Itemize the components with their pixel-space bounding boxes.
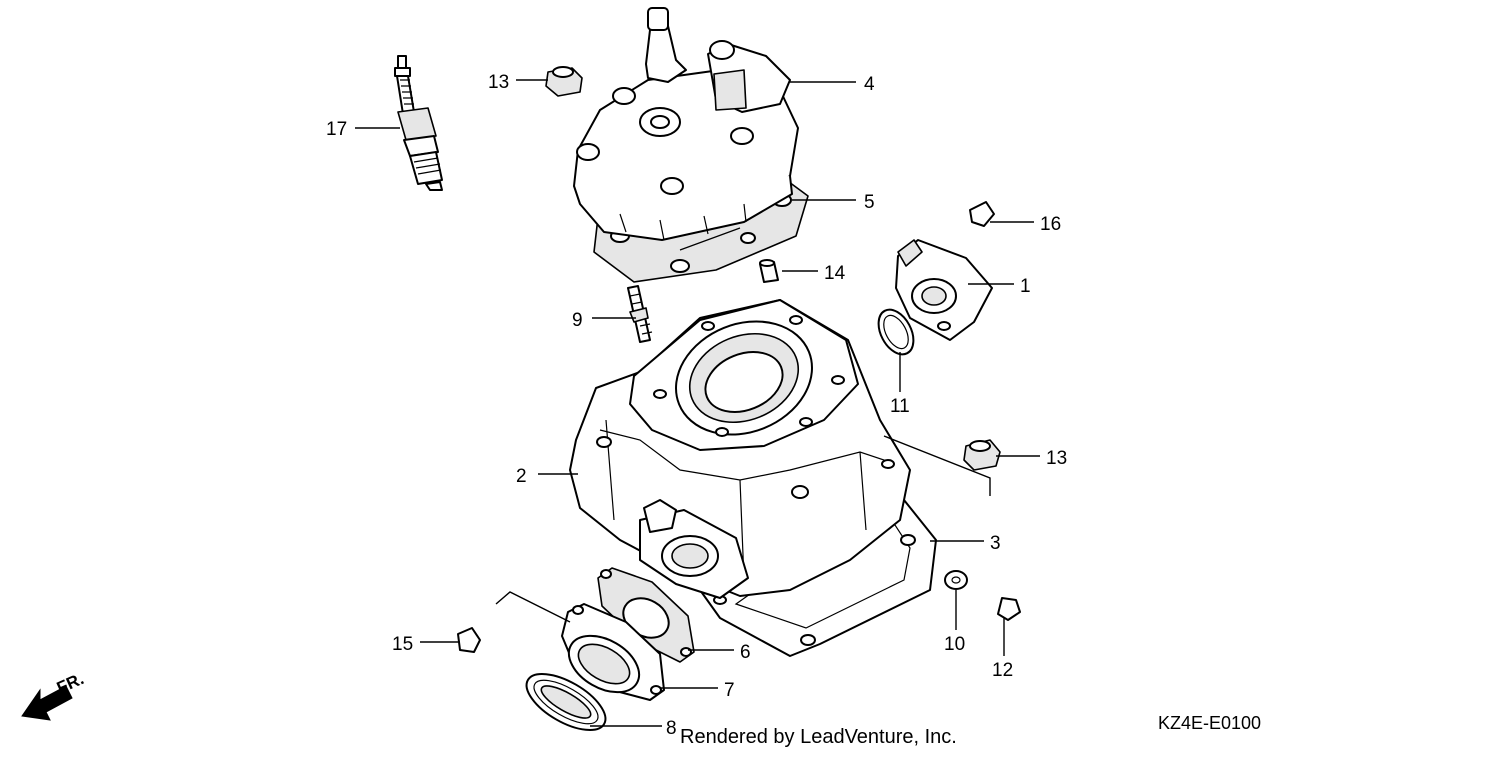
callout-4: 4 xyxy=(864,74,875,95)
callout-9: 9 xyxy=(572,310,583,331)
callout-14: 14 xyxy=(824,263,846,284)
callout-15: 15 xyxy=(392,634,413,655)
callout-17: 17 xyxy=(326,119,347,140)
callout-12: 12 xyxy=(992,660,1013,681)
exhaust-flange-part xyxy=(895,239,993,341)
callout-5: 5 xyxy=(864,192,875,213)
intake-band-part xyxy=(525,673,607,731)
cylinder-head-part xyxy=(573,7,799,241)
callout-13-top: 13 xyxy=(488,72,509,93)
front-arrow-label: FR. xyxy=(54,669,87,697)
drain-bolt-part xyxy=(983,593,1021,621)
render-credit: Rendered by LeadVenture, Inc. xyxy=(680,726,957,748)
front-arrow-icon xyxy=(21,685,73,721)
callout-11: 11 xyxy=(890,396,910,417)
callout-8: 8 xyxy=(666,718,677,739)
stud-bolt-part xyxy=(627,285,653,343)
cylinder-part xyxy=(569,299,911,599)
sealing-washer-part xyxy=(944,570,968,590)
callout-labels: 17 13 4 5 16 14 1 9 11 2 13 3 10 12 15 6… xyxy=(326,72,1067,739)
callout-3: 3 xyxy=(990,533,1001,554)
leader-lines xyxy=(355,79,1040,727)
callout-1: 1 xyxy=(1020,276,1031,297)
cap-nut-right-part xyxy=(963,439,1001,471)
callout-10: 10 xyxy=(944,634,965,655)
cap-nut-top-part xyxy=(545,66,583,97)
callout-6: 6 xyxy=(740,642,751,663)
spark-plug-part xyxy=(394,55,443,191)
flange-bolt-bottom-part xyxy=(457,605,499,653)
diagram-code: KZ4E-E0100 xyxy=(1158,713,1261,733)
front-direction-arrow: FR. xyxy=(21,669,87,721)
intake-pipe-part xyxy=(561,603,665,701)
callout-16: 16 xyxy=(1040,214,1061,235)
flange-bolt-top-part xyxy=(945,201,995,241)
o-ring-part xyxy=(877,308,915,356)
callout-7: 7 xyxy=(724,680,735,701)
dowel-pin-part xyxy=(759,259,779,283)
callout-2: 2 xyxy=(516,466,527,487)
callout-13-right: 13 xyxy=(1046,448,1067,469)
